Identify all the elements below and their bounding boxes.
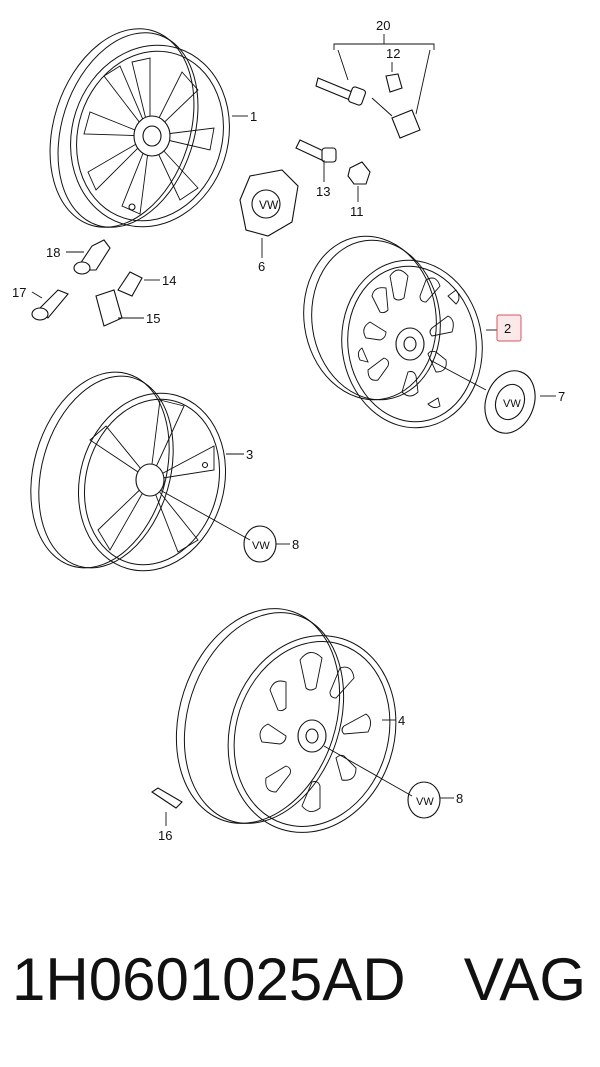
svg-text:VW: VW	[503, 398, 521, 410]
wheel-1	[49, 28, 230, 228]
center-cap-7: VW	[484, 370, 536, 434]
label-18: 18	[46, 245, 60, 260]
label-8a: 8	[292, 537, 299, 552]
svg-text:VW: VW	[416, 796, 434, 808]
wheel-2	[303, 235, 483, 429]
label-12: 12	[386, 46, 400, 61]
brand-name: VAG	[463, 946, 586, 1013]
center-cap-6: VW	[239, 169, 299, 237]
label-7: 7	[558, 389, 565, 404]
emblem-8a: VW	[243, 525, 277, 563]
label-15: 15	[146, 311, 160, 326]
label-3: 3	[246, 447, 253, 462]
label-8b: 8	[456, 791, 463, 806]
wheel-4	[175, 608, 397, 833]
weight-16	[151, 787, 183, 809]
nut-11	[347, 161, 371, 185]
label-11: 11	[350, 204, 364, 219]
label-17: 17	[12, 285, 26, 300]
label-2: 2	[504, 321, 511, 336]
label-20: 20	[376, 18, 390, 33]
part-15	[95, 289, 123, 327]
emblem-8b: VW	[407, 781, 441, 819]
label-1: 1	[250, 109, 257, 124]
label-14: 14	[162, 273, 176, 288]
svg-text:VW: VW	[259, 198, 279, 212]
highlight-box	[496, 314, 522, 342]
bolt-set-20	[315, 73, 421, 139]
svg-text:VW: VW	[252, 540, 270, 552]
label-16: 16	[158, 828, 172, 843]
valve-18	[73, 239, 111, 275]
leader-lines	[31, 34, 556, 826]
label-4: 4	[398, 713, 405, 728]
label-6: 6	[258, 259, 265, 274]
bolt-13	[295, 139, 337, 163]
part-14	[117, 271, 143, 297]
wheel-3	[30, 371, 227, 572]
part-number: 1H0601025AD	[12, 946, 406, 1013]
label-13: 13	[316, 184, 330, 199]
valve-17	[31, 289, 69, 321]
wheel-parts-diagram: VW	[12, 18, 565, 843]
